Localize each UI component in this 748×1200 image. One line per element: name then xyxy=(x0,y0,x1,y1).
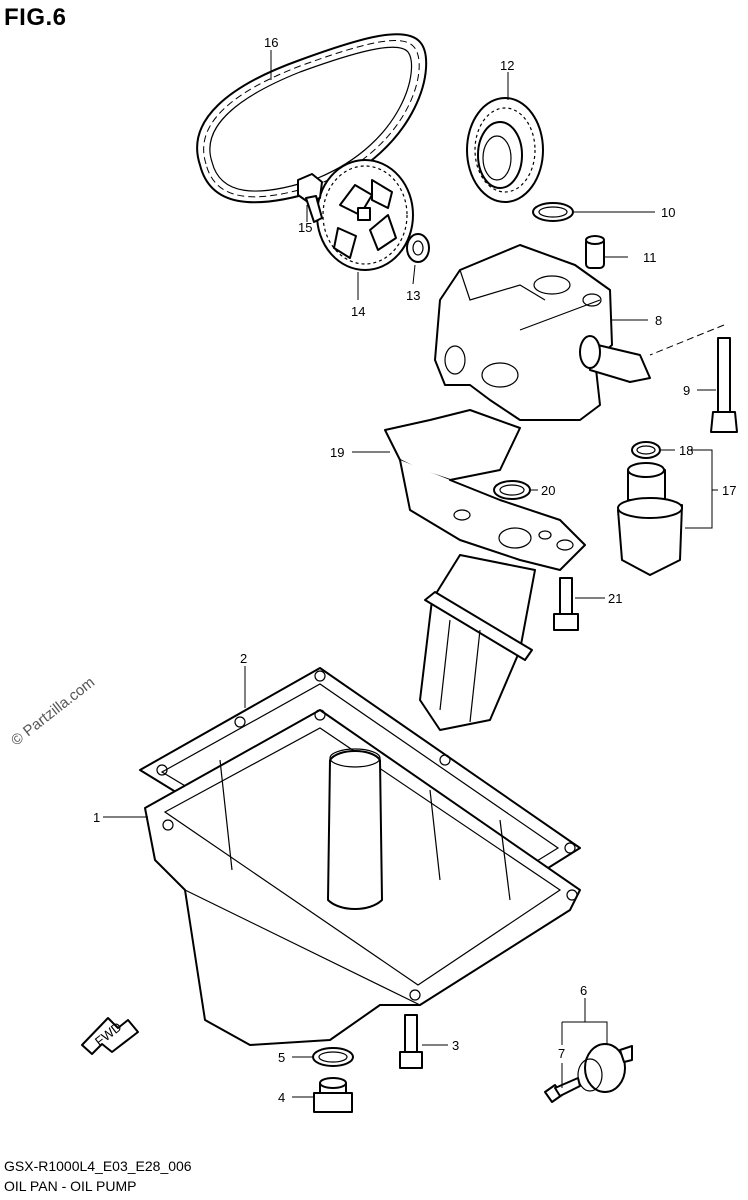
callout-10[interactable]: 10 xyxy=(661,205,675,220)
part-14-gear[interactable] xyxy=(316,159,414,271)
callout-19[interactable]: 19 xyxy=(330,445,344,460)
part-20-oring[interactable] xyxy=(493,480,531,500)
callout-11[interactable]: 11 xyxy=(643,250,657,265)
callout-1[interactable]: 1 xyxy=(93,810,100,825)
callout-8[interactable]: 8 xyxy=(655,313,662,328)
callout-17[interactable]: 17 xyxy=(722,483,736,498)
part-3-bolt[interactable] xyxy=(399,1014,423,1069)
callout-21[interactable]: 21 xyxy=(608,591,622,606)
part-10-oring[interactable] xyxy=(532,202,574,222)
callout-7[interactable]: 7 xyxy=(558,1046,565,1061)
model-code: GSX-R1000L4_E03_E28_006 xyxy=(4,1158,192,1174)
part-8-oil-pump[interactable] xyxy=(434,244,651,421)
callout-3[interactable]: 3 xyxy=(452,1038,459,1053)
part-4-drain-plug[interactable] xyxy=(313,1077,353,1113)
part-12-sprocket[interactable] xyxy=(466,97,544,203)
callout-18[interactable]: 18 xyxy=(679,443,693,458)
callout-2[interactable]: 2 xyxy=(240,651,247,666)
callout-16[interactable]: 16 xyxy=(264,35,278,50)
part-21-bolt[interactable] xyxy=(553,577,579,631)
callout-4[interactable]: 4 xyxy=(278,1090,285,1105)
part-15-bolt[interactable] xyxy=(297,173,323,223)
callout-20[interactable]: 20 xyxy=(541,483,555,498)
callout-15[interactable]: 15 xyxy=(298,220,312,235)
part-11-pin[interactable] xyxy=(585,235,605,269)
part-6-pressure-switch[interactable] xyxy=(577,1043,633,1093)
part-7-bolt[interactable] xyxy=(544,1077,581,1103)
callout-12[interactable]: 12 xyxy=(500,58,514,73)
part-18-oring[interactable] xyxy=(631,441,661,459)
part-17-relief-valve[interactable] xyxy=(617,462,683,576)
figure-subtitle: OIL PAN - OIL PUMP xyxy=(4,1178,137,1194)
callout-6[interactable]: 6 xyxy=(580,983,587,998)
part-1-oil-pan[interactable] xyxy=(144,709,581,1046)
callout-14[interactable]: 14 xyxy=(351,304,365,319)
leader-lines xyxy=(103,50,718,1098)
fwd-arrow-icon: FWD xyxy=(81,1017,139,1055)
part-19-plate[interactable] xyxy=(384,409,586,571)
callout-13[interactable]: 13 xyxy=(406,288,420,303)
part-5-gasket[interactable] xyxy=(312,1047,354,1067)
callout-5[interactable]: 5 xyxy=(278,1050,285,1065)
callout-9[interactable]: 9 xyxy=(683,383,690,398)
part-13-washer[interactable] xyxy=(406,233,430,263)
figure-title: FIG.6 xyxy=(4,4,67,31)
oil-strainer[interactable] xyxy=(419,554,536,731)
part-9-bolt[interactable] xyxy=(649,324,738,433)
